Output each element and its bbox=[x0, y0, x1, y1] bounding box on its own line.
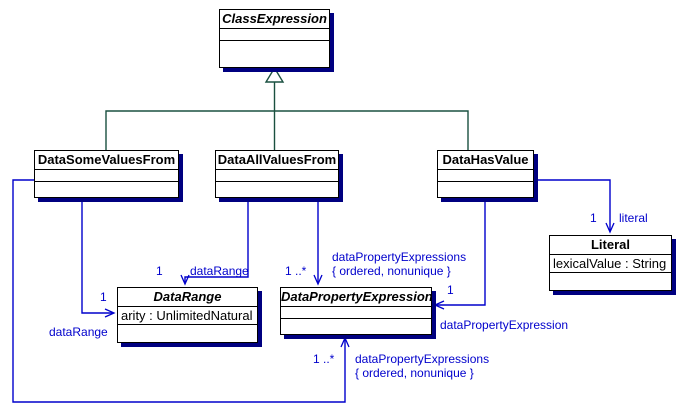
edge-some-datarange bbox=[81, 198, 116, 318]
class-name-class-expression: ClassExpression bbox=[220, 10, 329, 29]
class-box-data-range[interactable]: DataRange arity : UnlimitedNatural bbox=[117, 287, 258, 343]
class-box-data-has-value[interactable]: DataHasValue bbox=[437, 150, 534, 198]
label-literal-role: literal bbox=[619, 211, 648, 225]
class-box-literal[interactable]: Literal lexicalValue : String bbox=[549, 235, 672, 291]
label-all-dpe-multiplicity: 1 ..* bbox=[285, 264, 307, 278]
class-name-data-some-values-from: DataSomeValuesFrom bbox=[35, 151, 178, 170]
class-attributes-data-some-values-from bbox=[35, 170, 178, 182]
label-hasvalue-dpe-multiplicity: 1 bbox=[447, 283, 454, 297]
class-box-data-some-values-from[interactable]: DataSomeValuesFrom bbox=[34, 150, 179, 198]
label-all-datarange-multiplicity: 1 bbox=[156, 264, 163, 278]
label-some-datarange-role: dataRange bbox=[49, 325, 108, 339]
class-name-data-range: DataRange bbox=[118, 288, 257, 307]
label-hasvalue-dpe-role: dataPropertyExpression bbox=[440, 318, 569, 332]
label-some-datarange-multiplicity: 1 bbox=[100, 290, 107, 304]
label-literal-multiplicity: 1 bbox=[590, 211, 597, 225]
label-all-datarange-role: dataRange bbox=[190, 264, 249, 278]
class-box-class-expression[interactable]: ClassExpression bbox=[219, 9, 330, 68]
label-some-dpe-multiplicity: 1 ..* bbox=[313, 352, 335, 366]
class-name-data-all-values-from: DataAllValuesFrom bbox=[216, 151, 338, 170]
label-some-dpe-properties: { ordered, nonunique } bbox=[355, 366, 474, 380]
label-all-dpe-role: dataPropertyExpressions bbox=[332, 250, 467, 264]
class-attributes-data-property-expression bbox=[281, 307, 431, 319]
class-attribute-lexical-value: lexicalValue : String bbox=[550, 255, 671, 273]
generalization-arrowhead bbox=[264, 66, 285, 83]
edge-hasvalue-literal bbox=[534, 179, 615, 234]
class-box-data-property-expression[interactable]: DataPropertyExpression bbox=[280, 287, 432, 335]
label-all-dpe-properties: { ordered, nonunique } bbox=[332, 264, 451, 278]
class-name-data-property-expression: DataPropertyExpression bbox=[281, 288, 431, 307]
class-attributes-class-expression bbox=[220, 29, 329, 41]
class-box-data-all-values-from[interactable]: DataAllValuesFrom bbox=[215, 150, 339, 198]
class-attribute-arity: arity : UnlimitedNatural bbox=[118, 307, 257, 325]
class-attributes-data-all-values-from bbox=[216, 170, 338, 182]
class-name-data-has-value: DataHasValue bbox=[438, 151, 533, 170]
generalization-tree bbox=[105, 82, 469, 150]
class-attributes-data-has-value bbox=[438, 170, 533, 182]
class-name-literal: Literal bbox=[550, 236, 671, 255]
label-some-dpe-role: dataPropertyExpressions bbox=[355, 352, 490, 366]
gen-crossbar bbox=[105, 110, 469, 150]
